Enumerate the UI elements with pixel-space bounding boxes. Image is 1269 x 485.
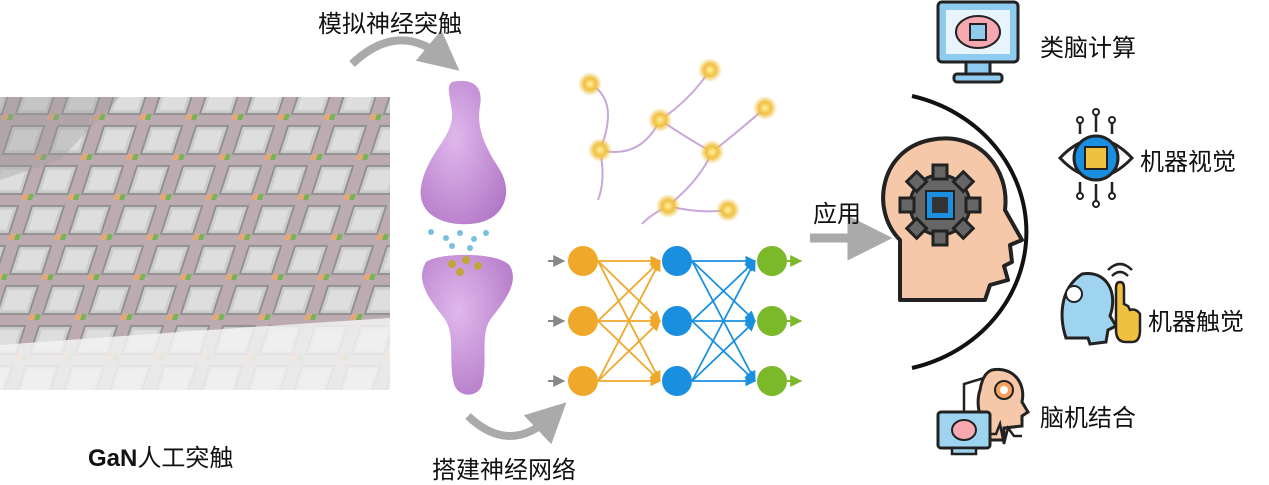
output-node xyxy=(757,366,787,396)
top-curved-arrow xyxy=(349,29,460,71)
synapse-illustration xyxy=(420,80,513,395)
output-node xyxy=(757,246,787,276)
gan-prefix: GaN xyxy=(88,445,138,472)
build-network-label: 搭建神经网络 xyxy=(432,456,576,484)
gan-suffix: 人工突触 xyxy=(137,445,234,472)
hidden-node xyxy=(662,246,692,276)
gan-wafer-photo xyxy=(0,97,390,390)
apply-label: 应用 xyxy=(813,200,861,228)
gan-synapse-caption: GaN人工突触 xyxy=(88,438,233,473)
connection-input-hidden xyxy=(597,260,661,322)
eye-chip-icon xyxy=(1057,108,1135,208)
biological-neurons xyxy=(578,58,777,225)
app-label-brain-machine: 脑机结合 xyxy=(1040,404,1136,432)
input-node xyxy=(568,366,598,396)
hidden-node xyxy=(662,306,692,336)
app-label-machine-touch: 机器触觉 xyxy=(1148,308,1244,336)
connection-input-hidden xyxy=(597,320,661,382)
output-node xyxy=(757,306,787,336)
bottom-curved-arrow xyxy=(465,402,567,445)
connection-input-hidden xyxy=(597,260,661,382)
monitor-chip-icon xyxy=(936,0,1020,84)
robot-touch-icon xyxy=(1060,262,1142,346)
hidden-node xyxy=(662,366,692,396)
application-arc xyxy=(911,94,1029,370)
connection-hidden-output xyxy=(691,260,756,322)
input-node xyxy=(568,246,598,276)
connection-hidden-output xyxy=(691,260,756,382)
brain-computer-icon xyxy=(936,367,1031,456)
connection-hidden-output xyxy=(691,320,756,382)
head-gear-icon xyxy=(881,136,1024,302)
input-node xyxy=(568,306,598,336)
app-label-brain-computing: 类脑计算 xyxy=(1040,34,1136,62)
app-label-machine-vision: 机器视觉 xyxy=(1140,148,1236,176)
artificial-neural-network xyxy=(548,246,803,396)
synapse-simulation-label: 模拟神经突触 xyxy=(318,10,462,38)
